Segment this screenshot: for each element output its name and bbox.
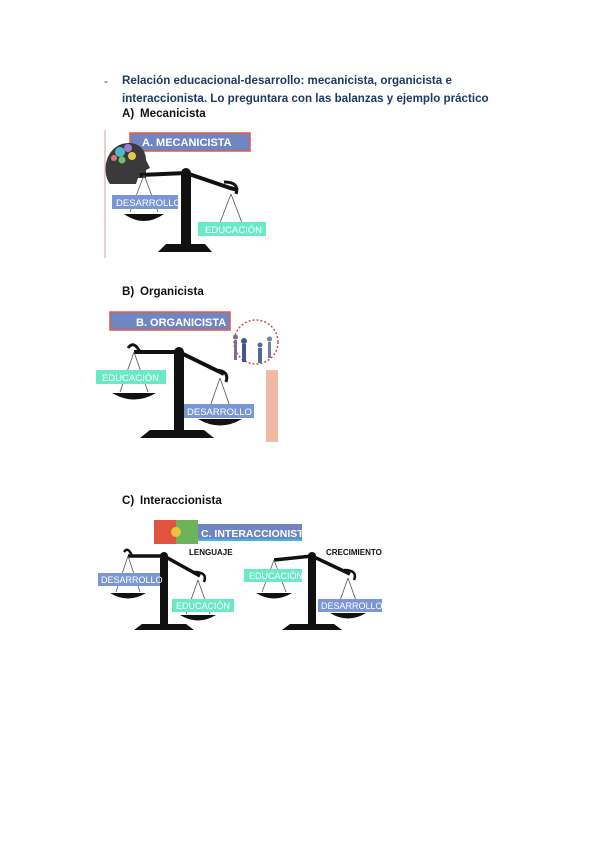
label-educacion-c1 bbox=[172, 599, 234, 612]
caption-crecimiento: CRECIMIENTO bbox=[326, 548, 382, 557]
bullet-dash: - bbox=[104, 74, 108, 88]
banner-mecanicista bbox=[129, 132, 251, 152]
caption-lenguaje: LENGUAJE bbox=[189, 548, 233, 557]
banner-organicista bbox=[109, 311, 231, 331]
banner-interaccionista bbox=[198, 524, 302, 541]
figure-organicista: B. ORGANICISTA bbox=[92, 311, 282, 444]
label-educacion-a bbox=[198, 222, 266, 236]
label-educacion-a-text: EDUCACIÓN bbox=[205, 225, 262, 236]
balance-scale-c2 bbox=[256, 552, 366, 630]
section-c-label: C) Interaccionista bbox=[122, 494, 222, 507]
label-desarrollo-c1-text: DESARROLLO bbox=[101, 575, 163, 585]
banner-mecanicista-text: A. MECANICISTA bbox=[142, 137, 232, 149]
section-a-title: Mecanicista bbox=[140, 107, 206, 120]
label-desarrollo-a-text: DESARROLLO bbox=[116, 198, 181, 209]
balance-scale-b bbox=[112, 343, 242, 438]
figure-interaccionista: C. INTERACCIONISTA LENGUAJE DESARROLLO E… bbox=[92, 518, 392, 634]
label-desarrollo-c2-text: DESARROLLO bbox=[321, 601, 383, 611]
label-desarrollo-b-text: DESARROLLO bbox=[187, 407, 252, 418]
people-circle-icon bbox=[233, 319, 279, 365]
label-educacion-c2-text: EDUCACIÓN bbox=[249, 571, 303, 581]
section-c-title: Interaccionista bbox=[140, 494, 222, 507]
puzzle-icon bbox=[154, 520, 198, 544]
label-educacion-b-text: EDUCACIÓN bbox=[102, 373, 159, 384]
label-desarrollo-c2 bbox=[318, 599, 382, 612]
page-heading: Relación educacional-desarrollo: mecanic… bbox=[122, 74, 489, 105]
label-educacion-c1-text: EDUCACIÓN bbox=[176, 601, 230, 611]
figure-mecanicista: A. MECANICISTA DESARROLLO EDUCACI bbox=[100, 130, 275, 260]
balance-scale-c1 bbox=[110, 548, 216, 630]
banner-interaccionista-text: C. INTERACCIONISTA bbox=[201, 528, 311, 540]
section-a-letter: A) bbox=[122, 107, 135, 120]
section-b-label: B) Organicista bbox=[122, 285, 204, 298]
section-c-letter: C) bbox=[122, 494, 135, 507]
balance-scale-a bbox=[124, 168, 250, 252]
head-gears-icon bbox=[105, 142, 150, 184]
label-desarrollo-a bbox=[112, 195, 178, 209]
label-educacion-b bbox=[96, 370, 166, 384]
label-desarrollo-b bbox=[184, 404, 254, 418]
label-desarrollo-c1 bbox=[98, 573, 160, 586]
section-b-title: Organicista bbox=[140, 285, 204, 298]
banner-organicista-text: B. ORGANICISTA bbox=[136, 317, 226, 329]
label-educacion-c2 bbox=[244, 569, 302, 582]
section-b-letter: B) bbox=[122, 285, 135, 298]
section-a-label: A) Mecanicista bbox=[122, 107, 206, 120]
